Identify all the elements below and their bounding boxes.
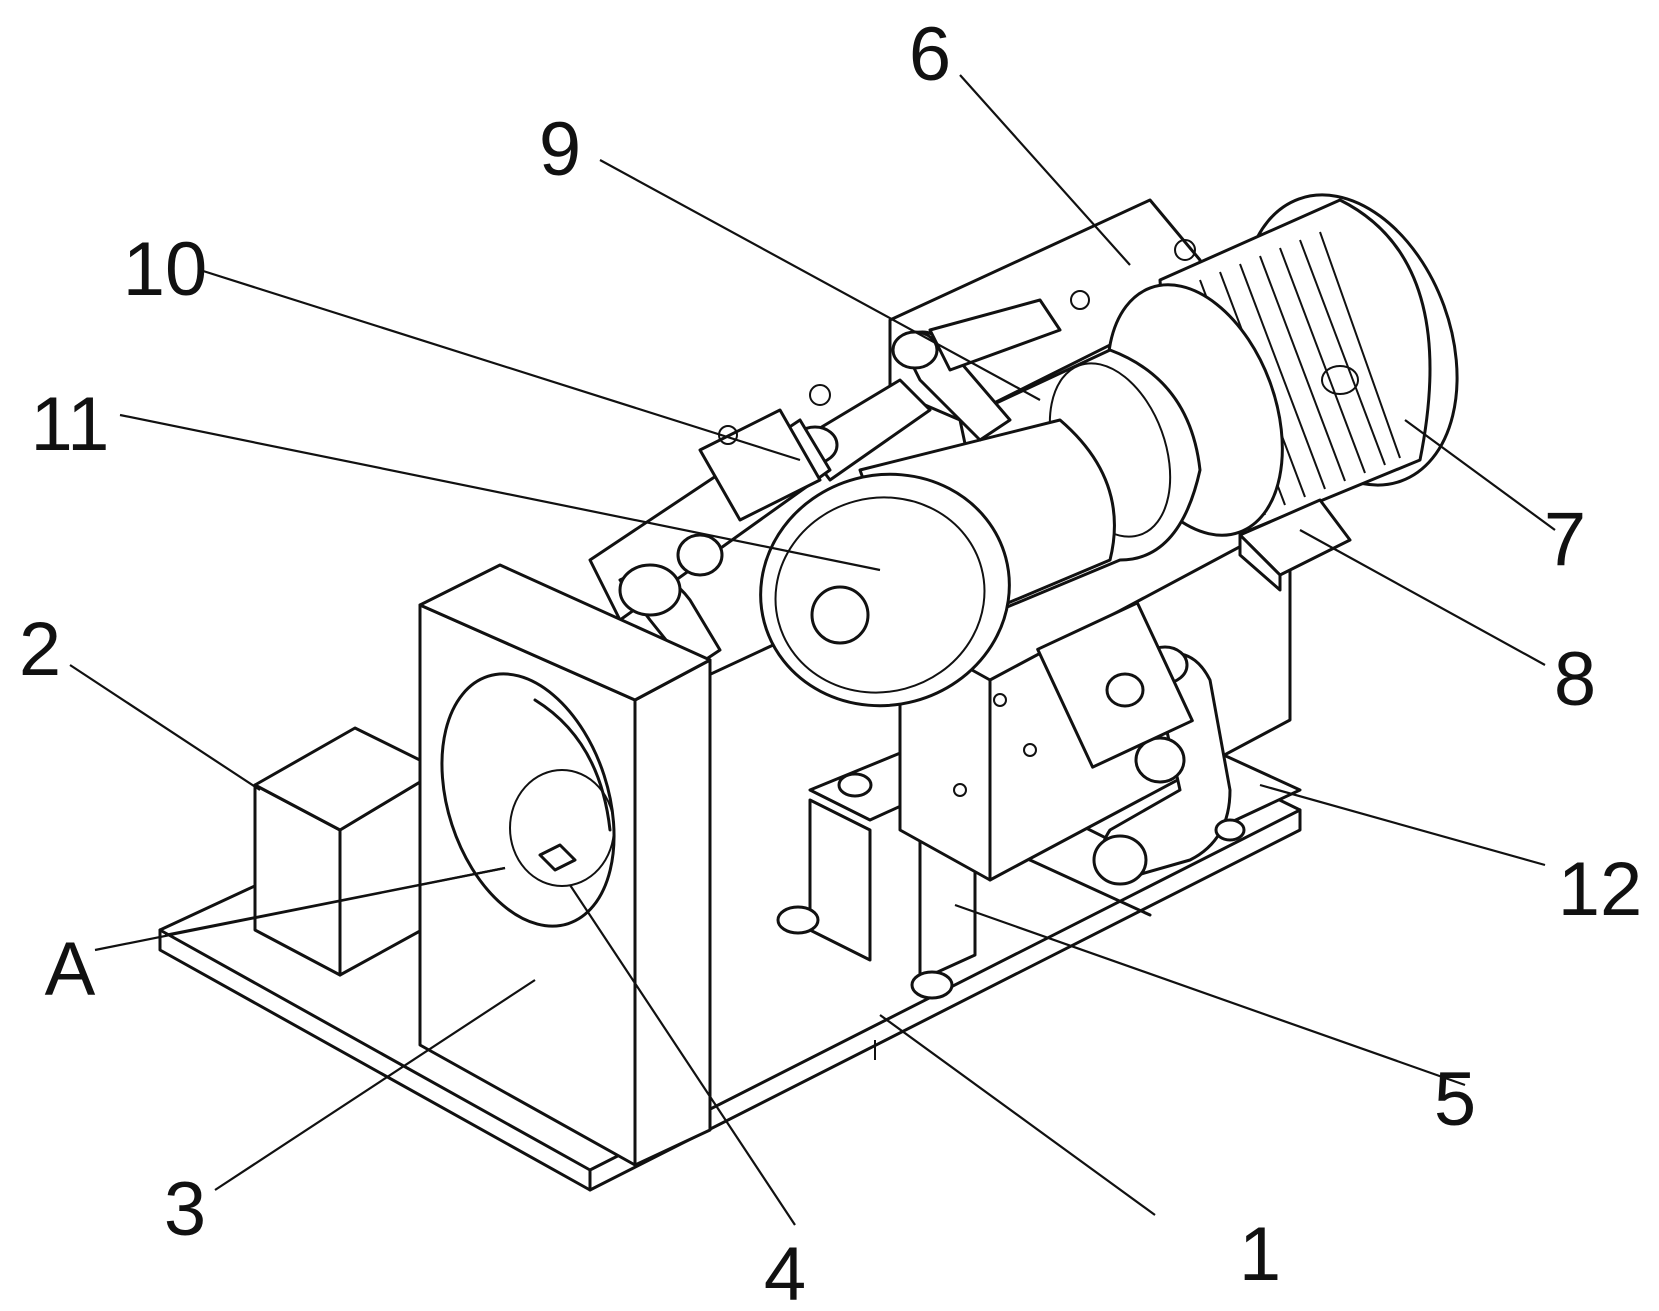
label-8: 8 (1554, 637, 1596, 722)
label-3: 3 (164, 1167, 206, 1252)
label-12: 12 (1558, 847, 1643, 932)
label-9: 9 (539, 107, 581, 192)
label-11: 11 (31, 382, 110, 467)
label-6: 6 (909, 12, 951, 97)
label-7: 7 (1544, 497, 1586, 582)
label-5: 5 (1434, 1057, 1476, 1142)
label-10: 10 (123, 227, 208, 312)
label-A: A (45, 927, 96, 1012)
label-2: 2 (19, 607, 61, 692)
label-4: 4 (764, 1232, 806, 1311)
label-1: 1 (1239, 1212, 1281, 1297)
